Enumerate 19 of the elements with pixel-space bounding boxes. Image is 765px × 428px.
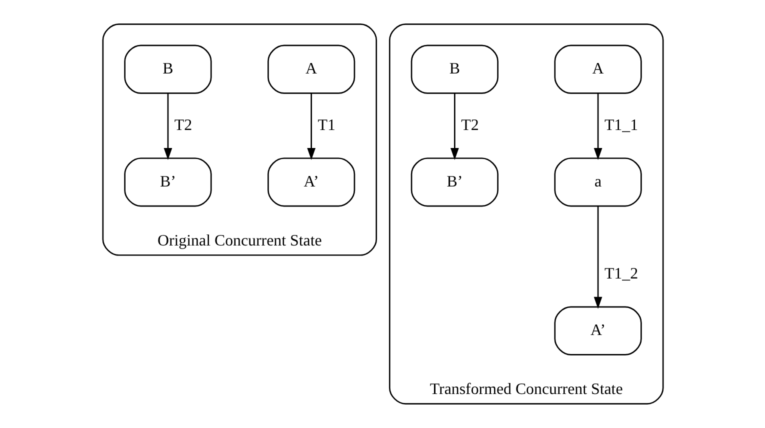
arrow (163, 93, 172, 160)
node-box: B (410, 44, 498, 94)
edge-label: T1_2 (604, 266, 638, 283)
node-box: A’ (267, 158, 355, 207)
node-box: B’ (410, 158, 498, 207)
edge-label: T2 (460, 116, 478, 134)
arrow (593, 206, 602, 309)
node-box: A (267, 44, 355, 94)
node-box: A’ (554, 306, 642, 356)
edge-label: T1 (317, 116, 335, 134)
arrow (593, 93, 602, 160)
edge-label: T2 (174, 116, 192, 134)
node-box: A (554, 44, 642, 94)
edge-label: T1_1 (604, 116, 638, 134)
node-box: B’ (124, 158, 212, 207)
arrow (450, 93, 458, 160)
node-box: B (124, 44, 212, 94)
arrow (306, 93, 315, 160)
node-box: a (554, 158, 642, 207)
